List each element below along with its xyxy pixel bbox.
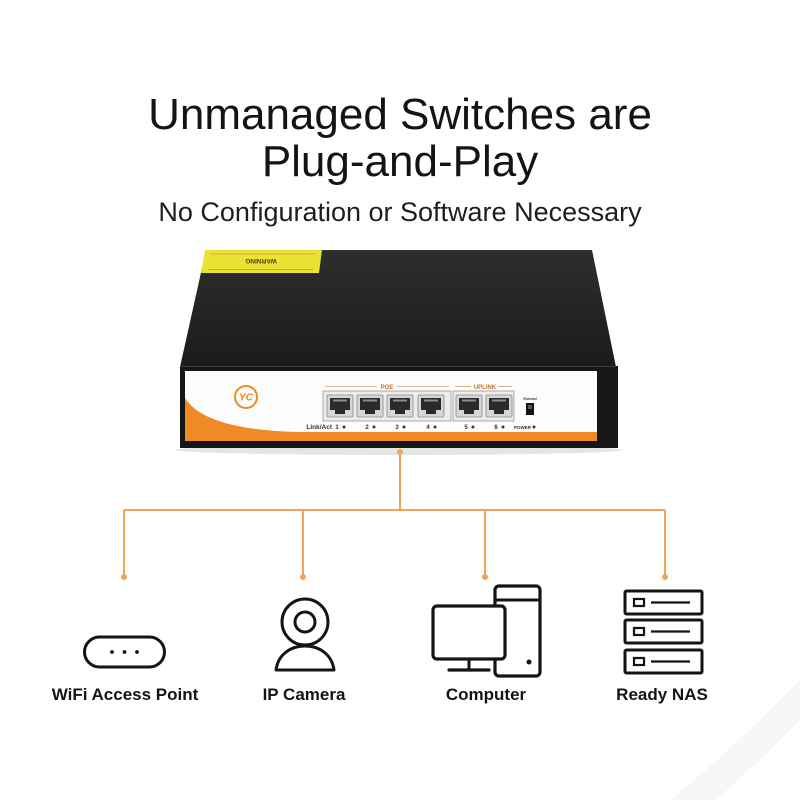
warning-sticker-text: WARNING (245, 257, 276, 264)
title-line-2: Plug-and-Play (261, 137, 539, 186)
poe-port-1 (326, 394, 354, 418)
wifi-access-point-icon (83, 635, 166, 669)
port-opening (330, 398, 350, 414)
ip-camera-icon (274, 597, 336, 672)
port-contacts (393, 399, 407, 402)
nas-icon (623, 589, 704, 675)
port-5-led (471, 425, 475, 429)
nas-drive-1 (623, 589, 704, 616)
page-title: Unmanaged Switches are Plug-and-Play (0, 91, 800, 185)
connector-end-dot-wifi-access-point (121, 574, 127, 580)
port-contacts (363, 399, 377, 402)
nas-drive-indicator (632, 656, 646, 667)
port-1-led (342, 425, 346, 429)
uplink-port-5 (455, 394, 483, 418)
uplink-port-6 (485, 394, 513, 418)
connector-origin-dot (397, 449, 403, 455)
device-label-computer: Computer (445, 685, 527, 704)
connector-end-dot-nas (662, 574, 668, 580)
device-label-nas: Ready NAS (616, 685, 708, 704)
link-act-label: Link/Act (306, 424, 332, 431)
poe-label: POE (381, 385, 394, 391)
nas-drive-indicator (632, 597, 646, 608)
port-contacts (492, 399, 506, 402)
port-6-led (501, 425, 505, 429)
port-opening (360, 398, 380, 414)
port-number-2: 2 (365, 425, 369, 431)
port-number-6: 6 (494, 425, 498, 431)
connector-tree (121, 449, 668, 580)
port-3-led (402, 425, 406, 429)
poe-port-4 (417, 394, 445, 418)
access-point-dot-1 (110, 650, 114, 654)
brand-logo: YC (234, 385, 258, 409)
nas-drive-indicator (632, 626, 646, 637)
background-swoosh (670, 680, 800, 800)
background-swoosh-shape (670, 680, 800, 800)
port-number-5: 5 (464, 425, 468, 431)
port-contacts (333, 399, 347, 402)
poe-port-3 (386, 394, 414, 418)
computer-power-button (526, 659, 532, 665)
camera-stand (274, 644, 336, 672)
warning-sticker: WARNING (201, 250, 322, 273)
nas-drive-2 (623, 618, 704, 645)
camera-head (280, 597, 330, 647)
device-label-ip-camera: IP Camera (262, 685, 346, 704)
port-opening (390, 398, 410, 414)
nas-drive-3 (623, 648, 704, 675)
port-opening (489, 398, 509, 414)
port-opening (421, 398, 441, 414)
device-label-wifi-access-point: WiFi Access Point (51, 685, 199, 704)
port-number-3: 3 (395, 425, 399, 431)
computer-icon (431, 584, 542, 678)
access-point-dot-2 (122, 650, 127, 654)
port-number-1: 1 (335, 425, 339, 431)
connector-end-dot-computer (482, 574, 488, 580)
switch-orange-band (185, 398, 597, 441)
extend-label: Extend (523, 396, 537, 401)
switch-top-face (180, 250, 616, 367)
port-number-4: 4 (426, 425, 430, 431)
computer-monitor (431, 604, 507, 661)
brand-logo-ring (234, 385, 258, 409)
title-line-1: Unmanaged Switches are (148, 90, 652, 139)
poe-port-2 (356, 394, 384, 418)
warning-sticker-background (201, 250, 322, 273)
access-point-body (83, 635, 166, 669)
brand-logo-text: YC (239, 393, 254, 404)
extend-toggle-knob (528, 405, 532, 409)
uplink-label: UPLINK (474, 385, 497, 391)
access-point-dot-3 (135, 650, 139, 654)
page-subtitle: No Configuration or Software Necessary (158, 197, 642, 227)
power-led (532, 425, 536, 429)
network-switch: WARNING YC POE UPLINK (175, 250, 623, 455)
port-4-led (433, 425, 437, 429)
power-label: POWER (514, 425, 532, 430)
port-contacts (424, 399, 438, 402)
camera-lens (293, 610, 317, 634)
port-2-led (372, 425, 376, 429)
port-opening (459, 398, 479, 414)
connector-end-dot-ip-camera (300, 574, 306, 580)
port-contacts (462, 399, 476, 402)
